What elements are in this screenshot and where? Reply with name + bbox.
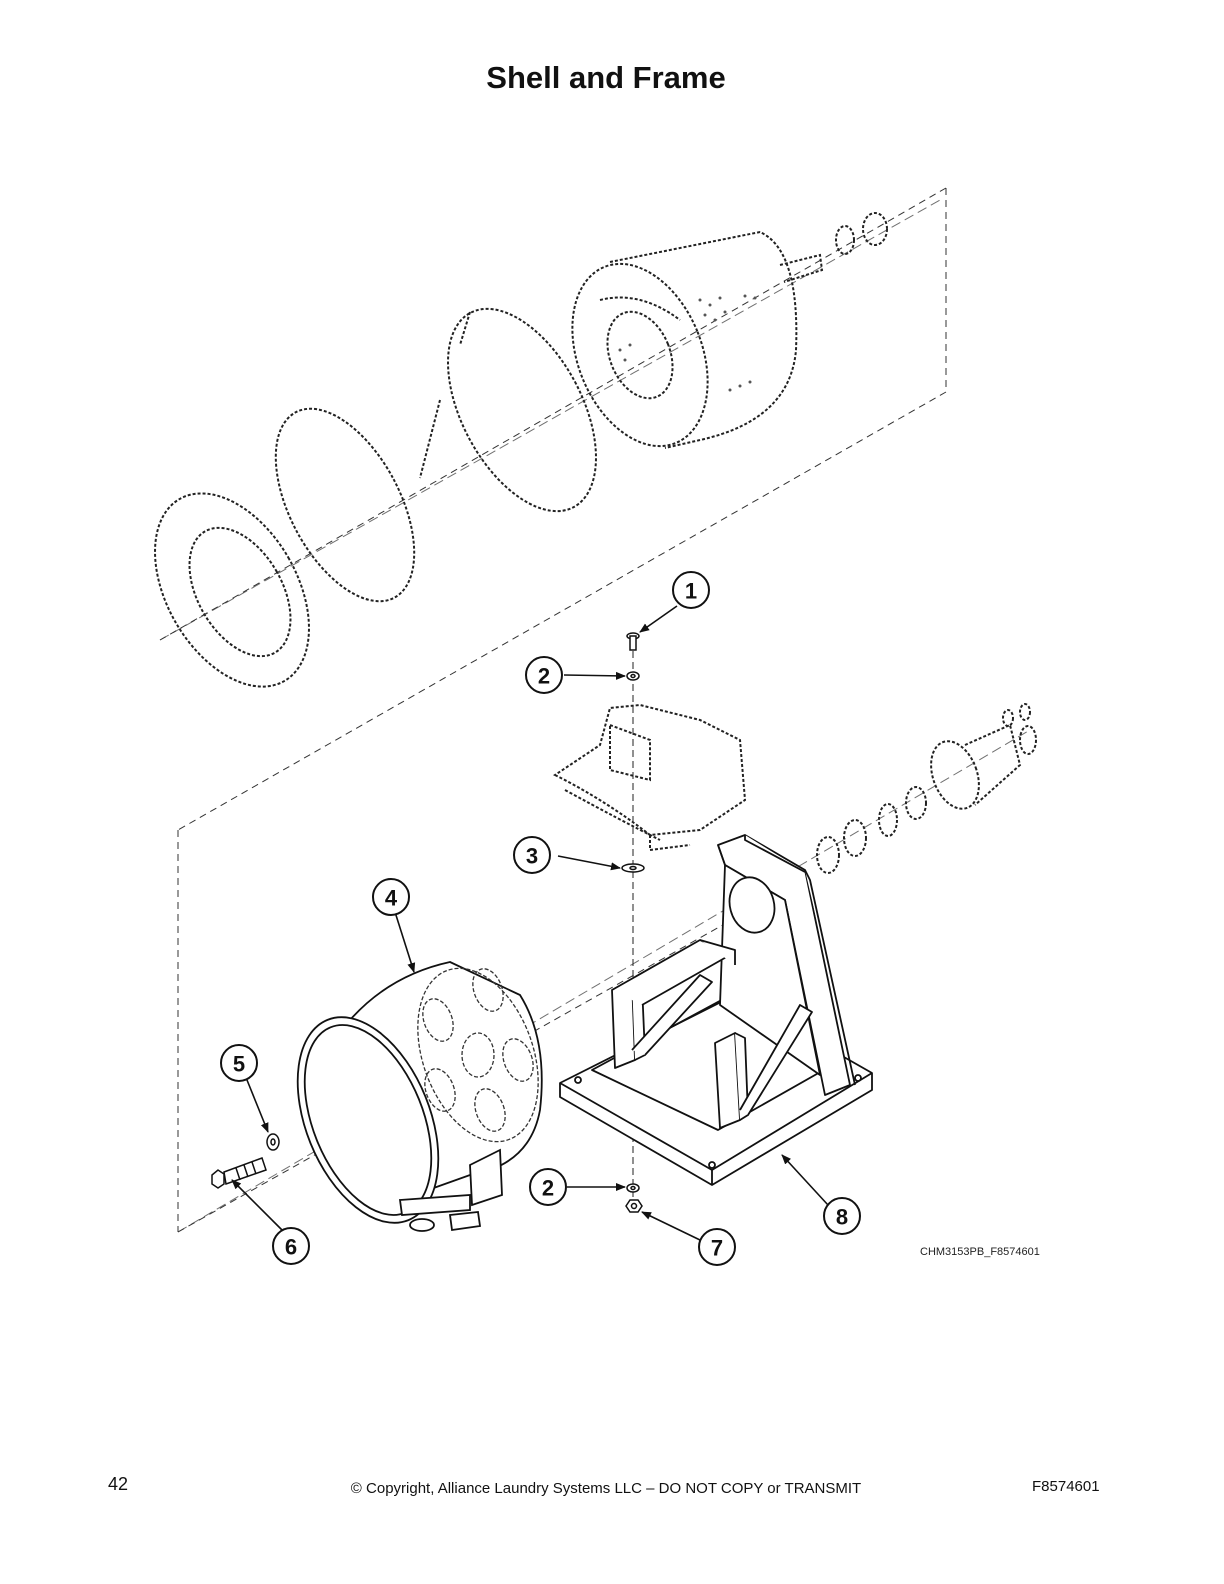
callout-4-label: 4 [385,886,398,911]
callout-3: 3 [513,836,551,874]
callout-8: 8 [823,1197,861,1235]
callout-6: 6 [272,1227,310,1265]
callout-2-lower-label: 2 [542,1176,554,1201]
page-number: 42 [108,1474,129,1494]
part-8-frame [559,834,873,1186]
callout-7-label: 7 [711,1236,723,1261]
part-7-nut [625,1199,643,1213]
leader-arrows [231,605,829,1241]
part-5-washer [266,1133,280,1151]
upper-axis-line [159,199,941,641]
copyright-notice: © Copyright, Alliance Laundry Systems LL… [350,1480,862,1497]
document-number: F8574601 [1032,1478,1100,1495]
callout-8-label: 8 [836,1205,848,1230]
callout-5: 5 [220,1044,258,1082]
part-2-washer-upper [626,671,640,681]
page-title: Shell and Frame [486,60,726,95]
callout-4: 4 [372,878,410,916]
callout-2-upper-label: 2 [538,664,550,689]
callout-3-label: 3 [526,844,538,869]
part-1-bolt [626,632,640,651]
part-2-washer-lower [626,1183,640,1193]
figure-code: CHM3153PB_F8574601 [920,1246,1040,1258]
frame-axis-line [177,729,1031,1233]
callout-2-lower: 2 [529,1168,567,1206]
drum-perforations [618,294,757,392]
callout-7: 7 [698,1228,736,1266]
phantom-boundary [159,187,947,1233]
callout-2-upper: 2 [525,656,563,694]
part-4-shell [296,961,543,1232]
phantom-shell-section [553,703,1037,874]
phantom-drum-assembly [154,212,888,688]
callout-1-label: 1 [685,579,697,604]
callout-6-label: 6 [285,1235,297,1260]
callout-5-label: 5 [233,1052,245,1077]
callout-1: 1 [672,571,710,609]
part-3-flat-washer [621,863,645,873]
part-6-bolt [211,1157,267,1189]
